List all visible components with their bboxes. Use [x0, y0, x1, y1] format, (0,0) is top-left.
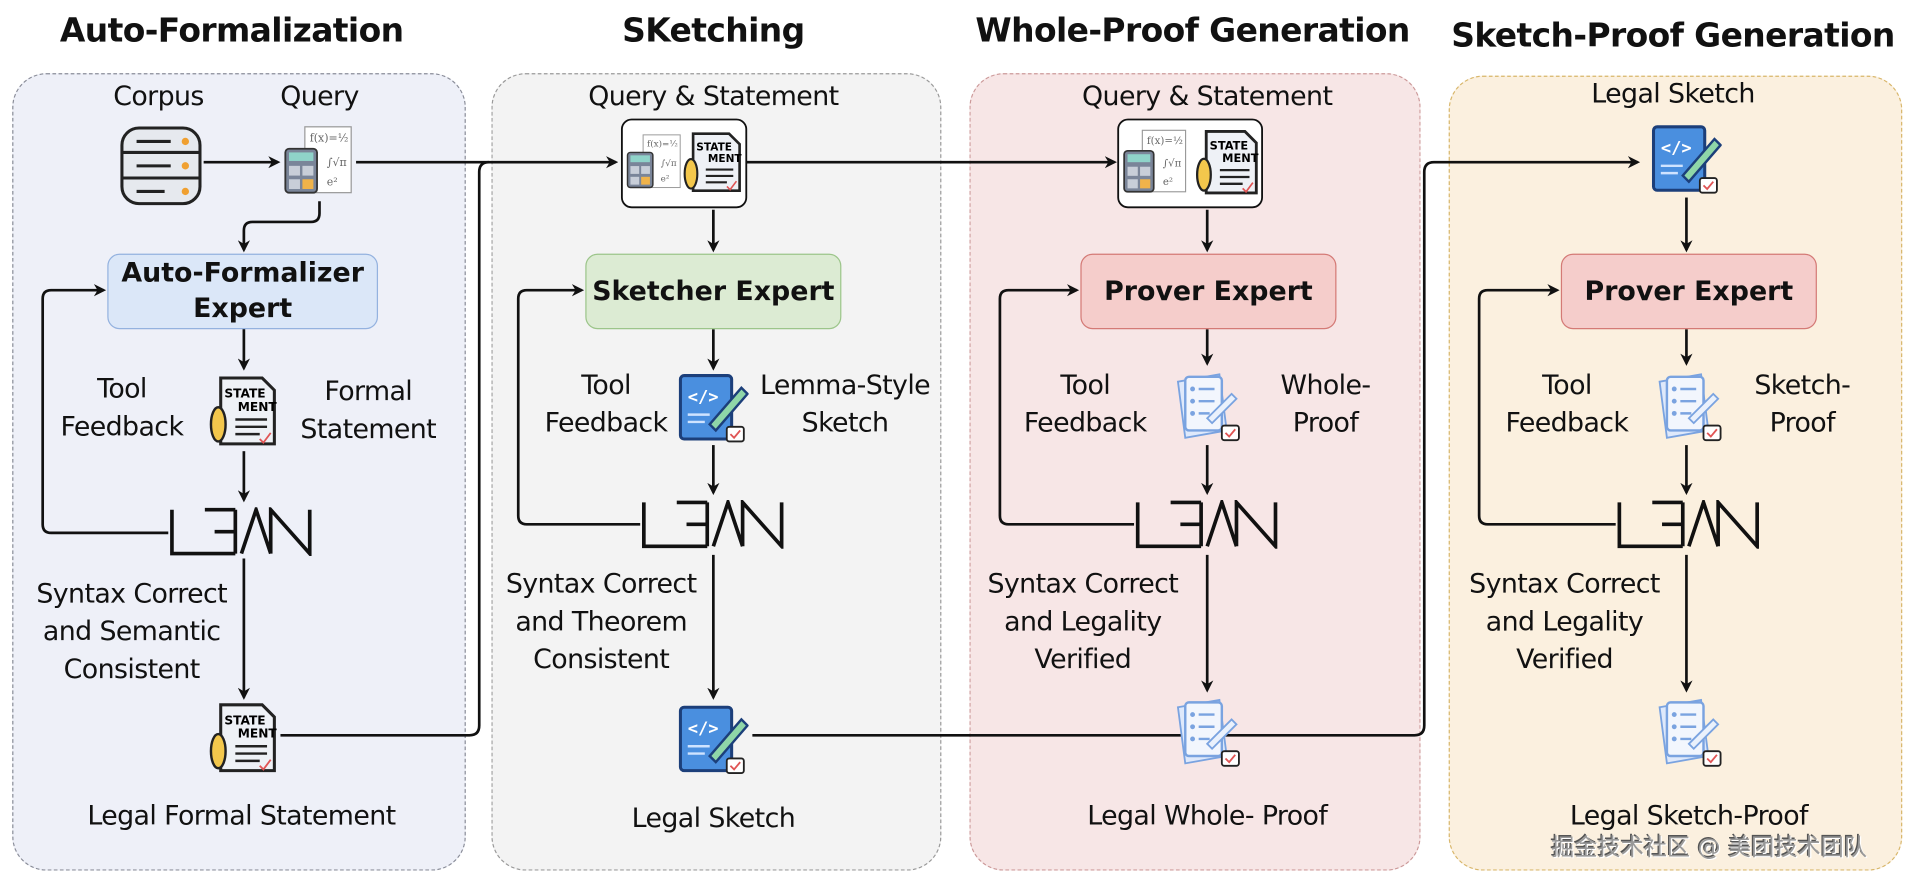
line-legal-statement-to-sketching	[280, 160, 490, 737]
prover-expert-whole: Prover Expert	[1080, 253, 1337, 330]
statement-icon	[1195, 129, 1261, 195]
input-label: Query & Statement	[1082, 81, 1333, 113]
database-icon	[120, 126, 202, 206]
text: Syntax Correct	[36, 579, 228, 610]
lean-logo-1	[170, 507, 312, 556]
feedback-loop-1	[41, 284, 169, 535]
text: Formal	[324, 376, 413, 408]
whole-proof-label: Whole- Proof	[1280, 367, 1372, 443]
corpus-label: Corpus	[113, 81, 204, 113]
sketcher-expert: Sketcher Expert	[585, 253, 842, 330]
arrow-query-to-formalizer	[237, 201, 321, 253]
feedback-loop-2	[516, 284, 641, 526]
text: Feedback	[544, 408, 669, 439]
text: Tool	[1060, 370, 1111, 402]
statement-icon	[209, 376, 280, 446]
sketch-proof-label: Sketch- Proof	[1754, 367, 1850, 443]
lean-logo-3	[1135, 500, 1278, 549]
text: Tool	[97, 374, 147, 405]
text: Feedback	[1505, 408, 1629, 439]
input-label: Query & Statement	[588, 81, 839, 113]
text: Lemma-Style	[760, 370, 931, 402]
input-label: Legal Sketch	[1591, 79, 1755, 110]
text: Syntax Correct	[987, 569, 1179, 600]
result-label: Legal Whole- Proof	[1087, 801, 1328, 832]
legal-whole-proof-icon	[1176, 698, 1241, 768]
result-label: Legal Sketch	[631, 803, 796, 835]
text: Verified	[1034, 645, 1132, 676]
expert-label: Expert	[193, 293, 293, 325]
legal-statement-icon	[209, 703, 280, 773]
title-sketch-proof: Sketch-Proof Generation	[1451, 17, 1895, 55]
text: Consistent	[533, 645, 670, 676]
sketch-icon	[678, 374, 749, 443]
legal-sketch-proof-icon	[1658, 698, 1722, 768]
title-whole-proof: Whole-Proof Generation	[975, 12, 1410, 50]
title-auto-formalization: Auto-Formalization	[59, 12, 404, 50]
text: Proof	[1769, 408, 1836, 439]
query-icon	[284, 125, 353, 194]
text: Syntax Correct	[1469, 569, 1660, 600]
watermark: 掘金技术社区 @ 美团技术团队	[1551, 834, 1868, 861]
text: Whole-	[1280, 370, 1372, 402]
text: and Legality	[1485, 607, 1644, 638]
text: Statement	[300, 414, 437, 446]
result-label: Legal Sketch-Proof	[1569, 801, 1809, 832]
feedback-loop-3	[998, 284, 1135, 526]
proof-icon	[1658, 373, 1722, 442]
legal-sketch-icon	[678, 705, 749, 775]
text: and Theorem	[515, 607, 688, 638]
text: and Legality	[1004, 607, 1162, 638]
result-label: Legal Formal Statement	[87, 801, 396, 832]
text: Tool	[1542, 370, 1592, 402]
statement-icon	[683, 132, 744, 193]
text: Consistent	[63, 654, 201, 686]
text: Proof	[1292, 408, 1359, 439]
legal-sketch-input-icon	[1651, 125, 1722, 195]
text: Verified	[1516, 645, 1613, 676]
text: and Semantic	[42, 617, 221, 648]
text: Tool	[581, 370, 631, 402]
query-label: Query	[280, 81, 359, 113]
feedback-loop-4	[1477, 284, 1616, 526]
expert-label: Auto-Formalizer	[121, 258, 364, 289]
lean-logo-2	[642, 500, 784, 549]
arrow-legal-sketch-to-sketch-proof	[752, 156, 1641, 737]
text: Syntax Correct	[505, 569, 697, 600]
proof-icon	[1176, 373, 1241, 442]
text: Feedback	[60, 412, 184, 443]
text: Feedback	[1023, 408, 1148, 439]
text: Sketch	[801, 408, 889, 439]
title-sketching: SKetching	[622, 12, 805, 50]
prover-expert-sketch: Prover Expert	[1560, 253, 1817, 330]
lean-logo-4	[1617, 500, 1759, 549]
text: Sketch-	[1754, 370, 1851, 402]
